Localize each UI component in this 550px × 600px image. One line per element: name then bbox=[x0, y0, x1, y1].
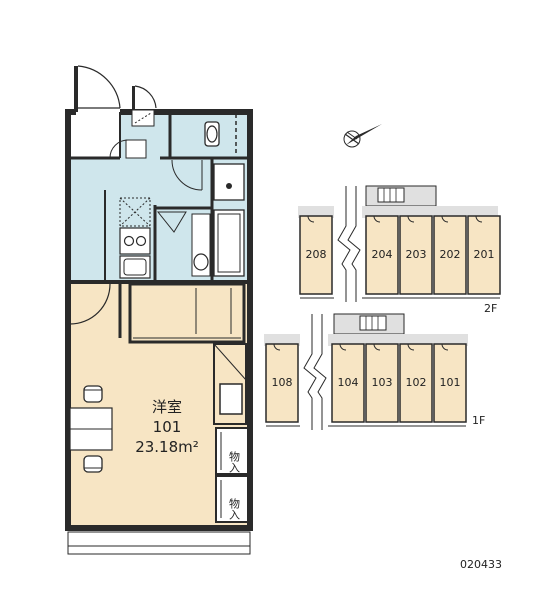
chair-icon bbox=[83, 455, 103, 473]
entrance-door bbox=[74, 66, 78, 112]
floor-label-1f: 1F bbox=[472, 414, 485, 427]
unit-block: 104 bbox=[331, 343, 365, 423]
unit-block: 108 bbox=[265, 343, 299, 423]
storage-label: 物入 bbox=[228, 450, 241, 473]
unit-number: 102 bbox=[406, 376, 427, 389]
unit-block: 204 bbox=[365, 215, 399, 295]
unit-block: 202 bbox=[433, 215, 467, 295]
entrance bbox=[68, 112, 120, 158]
unit-number: 203 bbox=[406, 248, 427, 261]
unit-number: 103 bbox=[372, 376, 393, 389]
balcony bbox=[67, 531, 251, 555]
unit-number: 201 bbox=[474, 248, 495, 261]
kitchen-sink-icon bbox=[119, 255, 151, 279]
bathtub-icon bbox=[213, 209, 245, 277]
unit-block-current: 101 bbox=[433, 343, 467, 423]
unit-number: 104 bbox=[338, 376, 359, 389]
room-area-label: 23.18m² bbox=[135, 438, 199, 456]
first-floor-plan: 108 104 103 102 101 1F bbox=[264, 313, 485, 430]
compass-north-arrow-icon bbox=[343, 124, 382, 148]
room-number-label: 101 bbox=[153, 418, 182, 436]
plan-code: 020433 bbox=[460, 558, 502, 571]
table-icon bbox=[69, 407, 113, 451]
storage-label: 物入 bbox=[228, 497, 241, 520]
living-door-swing bbox=[69, 283, 111, 325]
unit-block: 103 bbox=[365, 343, 399, 423]
unit-number: 208 bbox=[306, 248, 327, 261]
unit-block: 102 bbox=[399, 343, 433, 423]
unit-block: 203 bbox=[399, 215, 433, 295]
outer-walls bbox=[65, 109, 253, 531]
chair-icon bbox=[83, 385, 103, 403]
washing-machine-pan-icon bbox=[213, 163, 245, 201]
second-floor-plan: 208 204 203 202 201 2F bbox=[298, 185, 501, 315]
floor-label-2f: 2F bbox=[484, 302, 497, 315]
unit-number: 204 bbox=[372, 248, 393, 261]
unit-number: 101 bbox=[440, 376, 461, 389]
stove-burner-icon bbox=[119, 227, 151, 255]
unit-block: 201 bbox=[467, 215, 501, 295]
fridge-space bbox=[119, 197, 151, 227]
room-type-label: 洋室 bbox=[152, 398, 182, 416]
unit-block: 208 bbox=[299, 215, 333, 295]
closet-upper bbox=[128, 282, 246, 344]
unit-number: 108 bbox=[272, 376, 293, 389]
toilet-icon bbox=[204, 121, 220, 147]
washbasin-icon bbox=[191, 213, 211, 277]
tv-unit bbox=[219, 383, 243, 415]
unit-floor-plan: 洋室 101 23.18m² 物入 物入 bbox=[65, 65, 253, 555]
door-swing-icon bbox=[77, 65, 121, 109]
unit-number: 202 bbox=[440, 248, 461, 261]
